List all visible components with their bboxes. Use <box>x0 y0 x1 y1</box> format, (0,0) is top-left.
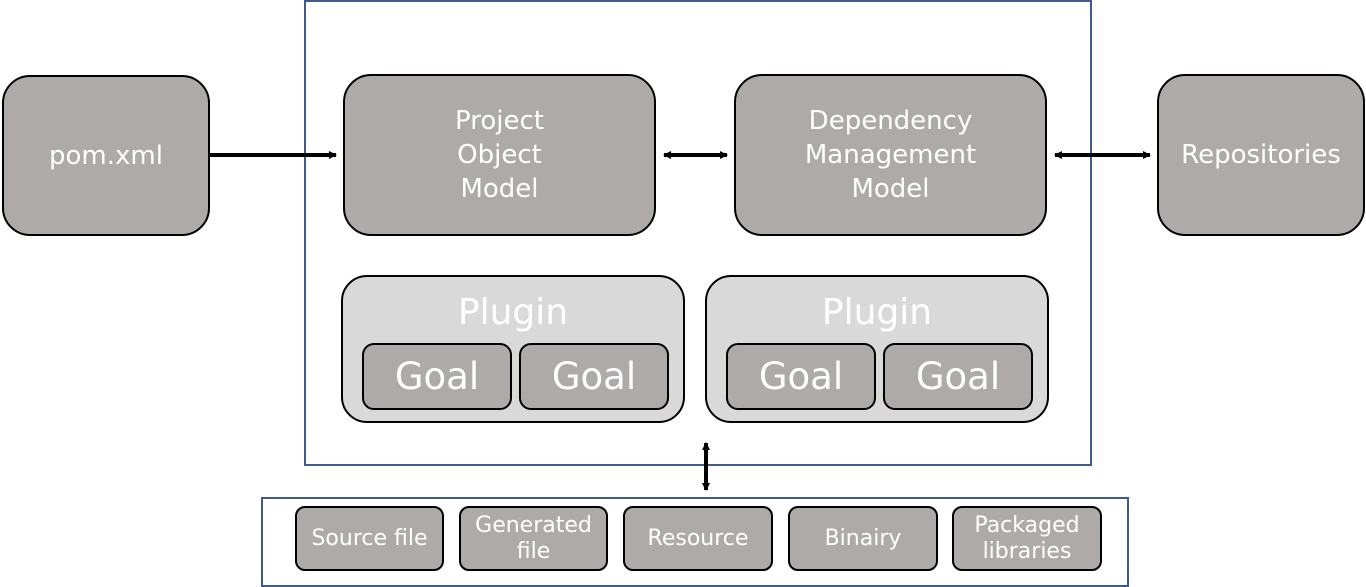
goal-box: Goal <box>883 343 1033 410</box>
project-object-model-box: Project Object Model <box>343 74 656 236</box>
binairy-box: Binairy <box>788 506 938 571</box>
plugin-container: Plugin Goal Goal <box>705 275 1049 423</box>
maven-core-frame <box>304 0 1092 466</box>
generated-file-box: Generated file <box>459 506 608 571</box>
resource-box: Resource <box>623 506 773 571</box>
plugin-label: Plugin <box>457 292 569 333</box>
plugin-label: Plugin <box>821 292 933 333</box>
goal-box: Goal <box>362 343 512 410</box>
build-files-frame <box>261 497 1129 587</box>
packaged-libraries-box: Packaged libraries <box>952 506 1102 571</box>
source-file-box: Source file <box>295 506 444 571</box>
goal-box: Goal <box>726 343 876 410</box>
goal-box: Goal <box>519 343 669 410</box>
repositories-box: Repositories <box>1157 74 1365 236</box>
pom-xml-box: pom.xml <box>2 75 210 236</box>
dependency-management-model-box: Dependency Management Model <box>734 74 1047 236</box>
plugin-container: Plugin Goal Goal <box>341 275 685 423</box>
